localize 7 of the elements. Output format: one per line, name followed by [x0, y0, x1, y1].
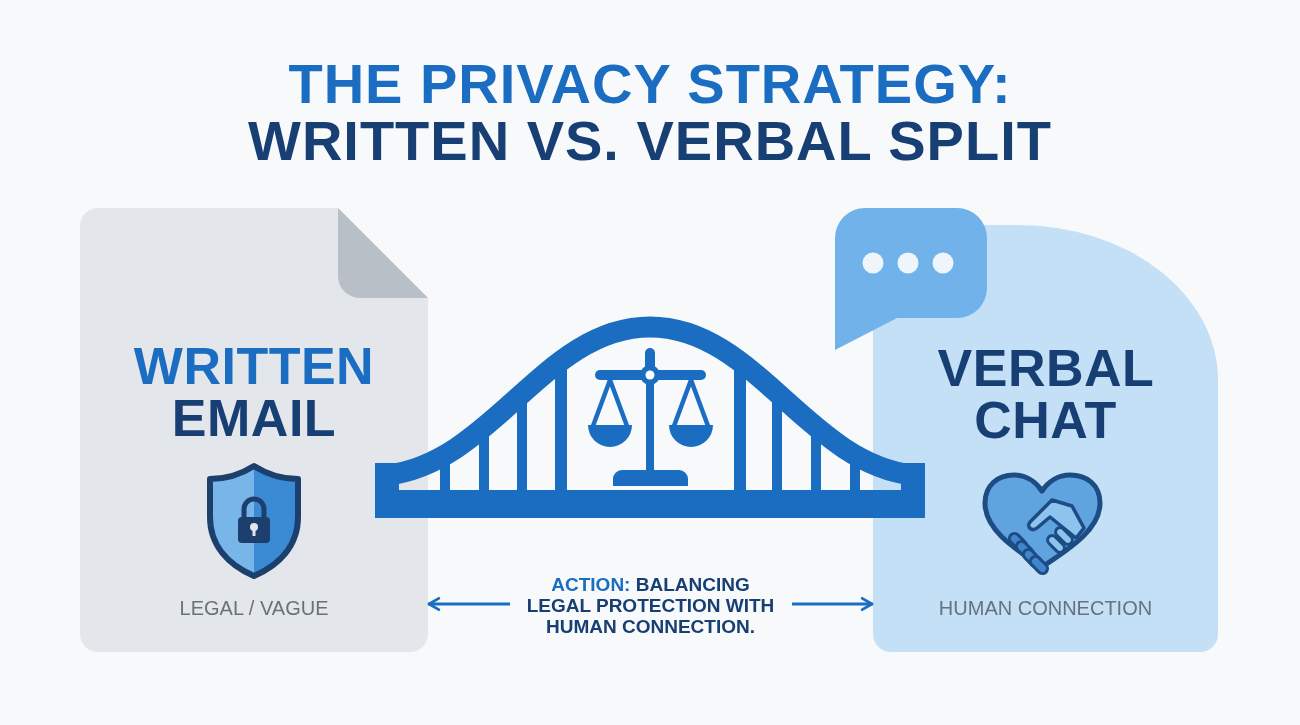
card-heading: WRITTEN EMAIL [133, 340, 375, 444]
title: THE PRIVACY STRATEGY: WRITTEN VS. VERBAL SPLIT [248, 55, 1052, 169]
document-card [80, 208, 428, 652]
card-subtitle: LEGAL / VAGUE [179, 596, 329, 620]
chat-panel [873, 225, 1218, 652]
card-heading: VERBAL CHAT [937, 342, 1154, 446]
card-subtitle: HUMAN CONNECTION [938, 596, 1153, 620]
